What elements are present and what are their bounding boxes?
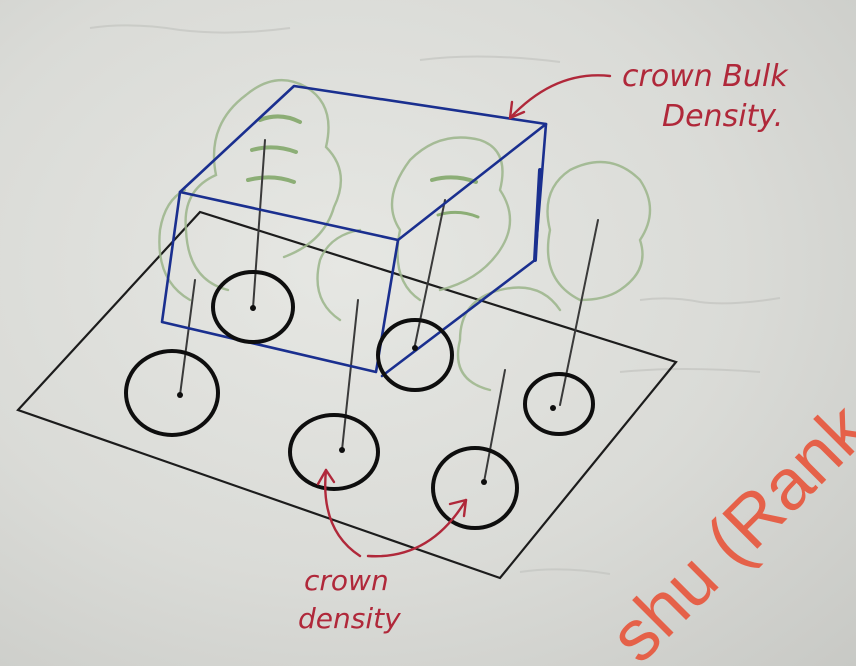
tree-crown-5 [546, 160, 652, 302]
tree-crown-1 [184, 78, 343, 292]
tree-crown-4 [316, 228, 362, 322]
bulk-density-arrow [508, 74, 612, 120]
watermark-text: shu (Rank [595, 388, 856, 666]
crown-circle-4 [288, 413, 380, 491]
bulk-label-line2: Density. [662, 99, 783, 134]
annotation-arrows [316, 74, 612, 558]
crown-circle-2 [124, 349, 220, 437]
crown-circle-3 [376, 318, 454, 392]
crown-bulk-box [160, 84, 548, 378]
density-label-line2: density [298, 602, 401, 635]
crown-center-dots [177, 305, 556, 485]
crown-density-label: crown density [298, 564, 401, 635]
bulk-label-line1: crown Bulk [622, 59, 789, 94]
density-label-line1: crown [304, 564, 389, 597]
crown-circles [124, 270, 595, 530]
crown-density-arrow-left [324, 468, 362, 558]
crown-circle-5 [431, 446, 519, 530]
ground-plot [16, 210, 678, 580]
tree-crown-2 [158, 188, 192, 302]
crown-circle-6 [523, 372, 595, 436]
crown-circle-1 [211, 270, 295, 344]
crown-density-arrow-right [366, 498, 468, 558]
tree-trunks [179, 139, 599, 483]
bleed-through-text [89, 24, 781, 575]
crown-bulk-density-label: crown Bulk Density. [622, 59, 789, 134]
tree-crown-3 [390, 136, 512, 302]
